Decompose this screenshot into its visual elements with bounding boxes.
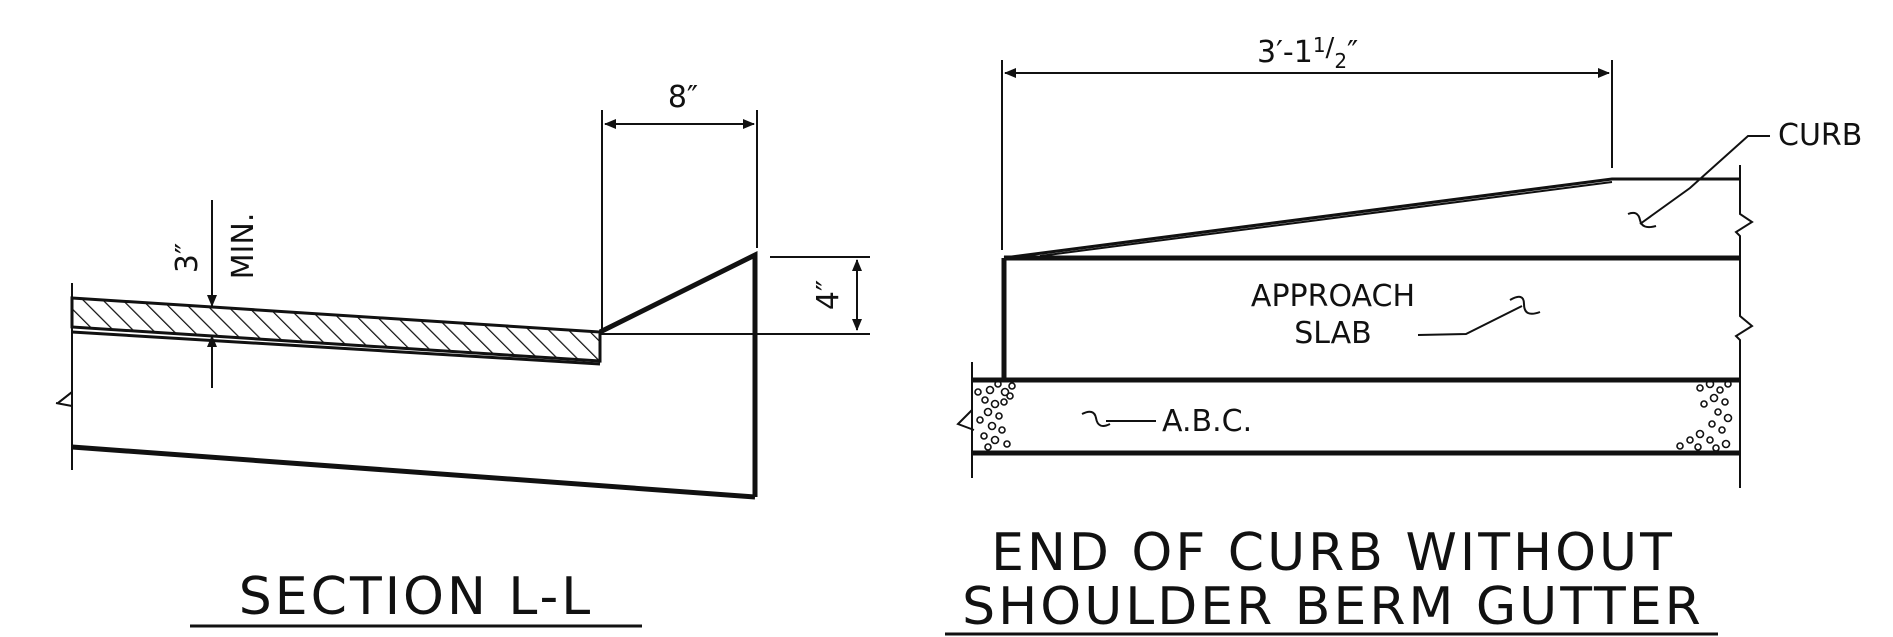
slab-bottom-line [71,444,756,500]
curb-profile [598,250,758,497]
aggregate-right [1676,379,1733,452]
section-l-title: SECTION L-L [239,567,593,627]
approach-leader-tick [1509,295,1541,315]
end-of-curb-view: 3′-11/2″ APPROACH SLAB CURB A.B.C. [945,33,1862,637]
dim-3-note: MIN. [226,213,261,280]
approach-leader [1417,305,1523,336]
section-l-l: 8″ 4″ 3″ MIN. SECTION L-L [55,80,870,628]
left-break-line [57,283,73,470]
abc-leader-tick [1081,410,1111,427]
dim-8-label: 8″ [668,80,698,115]
curb-top-slope [1003,177,1740,260]
overlay-hatch [70,296,602,363]
break-symbol [55,389,73,408]
curb-leader-tick [1627,211,1657,229]
label-abc: A.B.C. [1162,404,1252,439]
aggregate-left [974,380,1016,451]
curb-leader [1639,135,1770,225]
label-approach-line1: APPROACH [1251,279,1415,314]
overlay-bottom-line [71,330,601,366]
end-of-curb-title-line2: SHOULDER BERM GUTTER [962,577,1704,637]
dim-4-label: 4″ [811,280,846,310]
right-break-line [1734,165,1754,488]
curb-inner-slope [1039,181,1613,257]
end-of-curb-title-line1: END OF CURB WITHOUT [991,523,1675,583]
dim-3-label: 3″ [170,243,205,273]
abc-left-break [956,409,975,431]
label-curb: CURB [1778,118,1862,153]
label-approach-line2: SLAB [1294,316,1372,351]
dim-length-label: 3′-11/2″ [1257,33,1358,73]
